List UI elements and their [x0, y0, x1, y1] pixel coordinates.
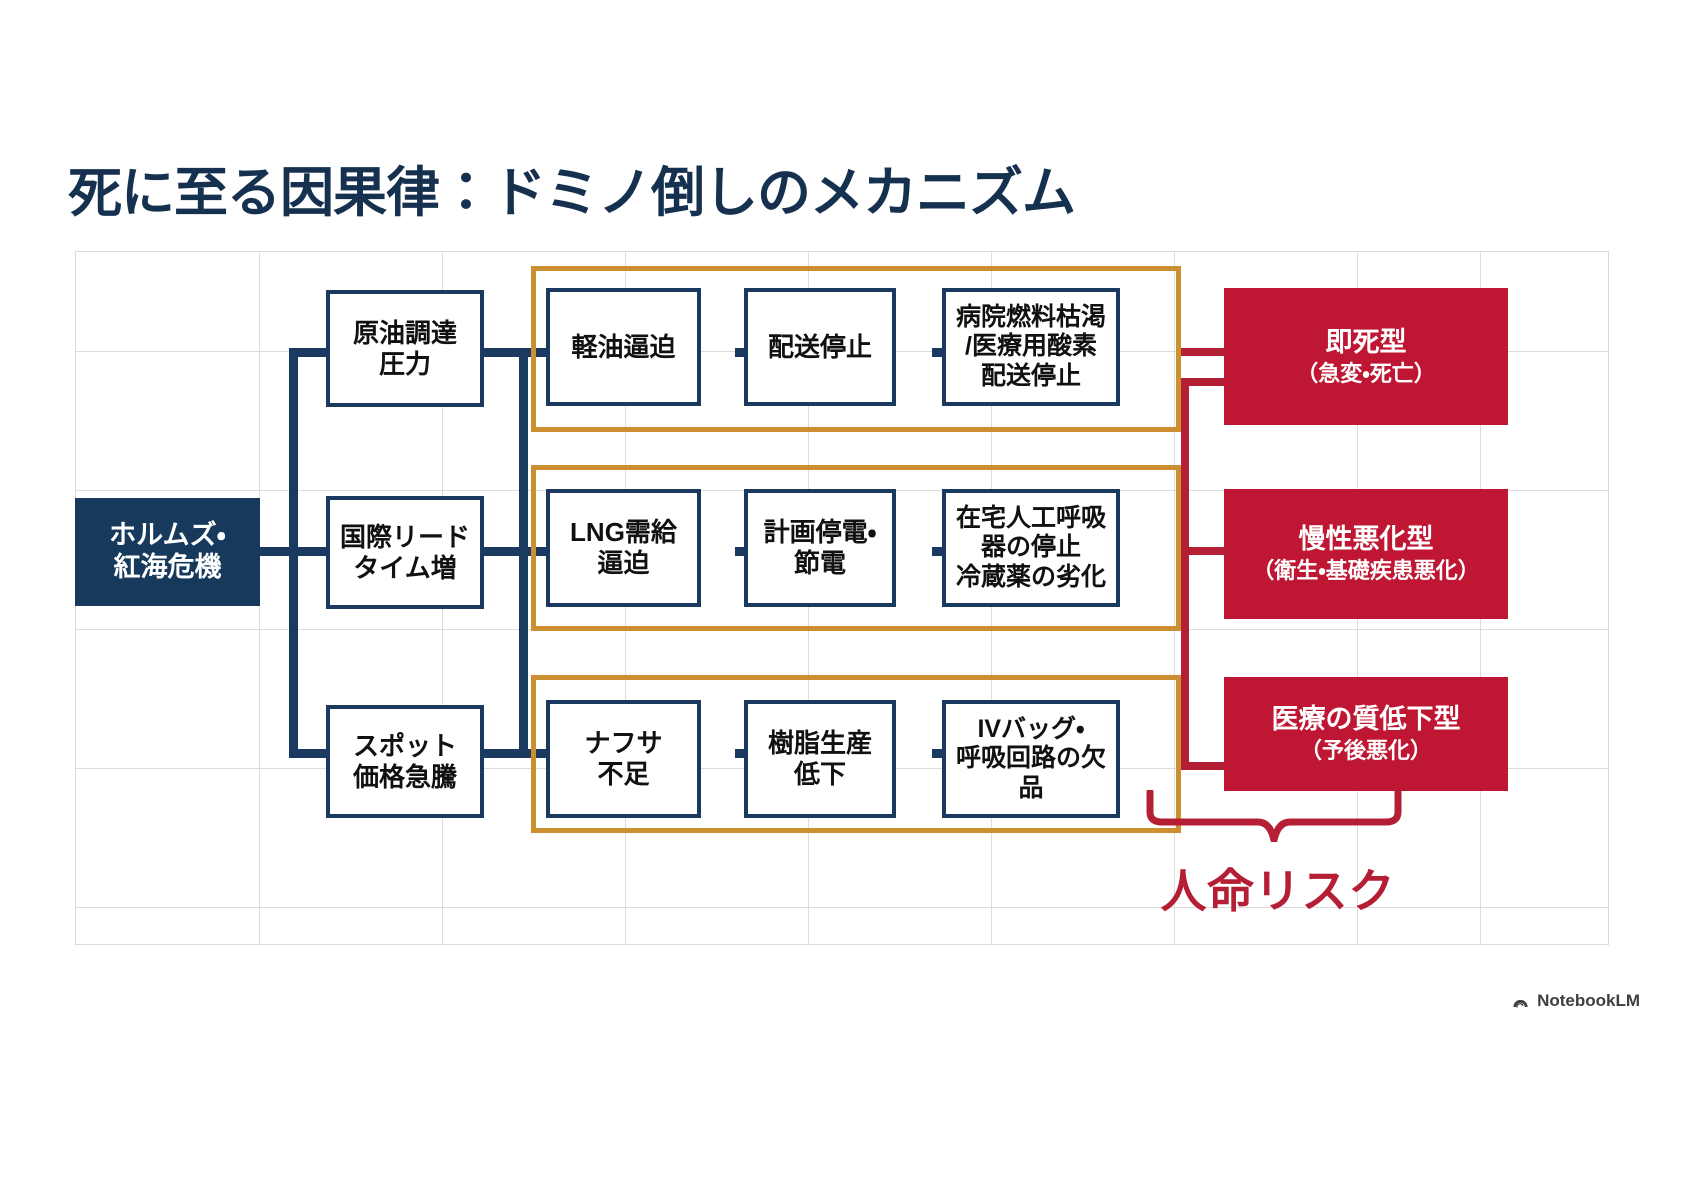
- node-chain1-step3[interactable]: 病院燃料枯渇 /医療用酸素 配送停止: [942, 288, 1120, 406]
- notebooklm-spiral-icon: [1513, 999, 1528, 1008]
- node-chain3-step1[interactable]: ナフサ 不足: [546, 700, 701, 818]
- connector-driver1-out: [483, 348, 527, 357]
- connector-bus-to-driver-3: [289, 749, 329, 758]
- connector-driver2-out: [483, 547, 527, 556]
- risk-label: 人命リスク: [1160, 865, 1396, 917]
- gridline-horizontal: [76, 907, 1608, 908]
- node-driver-crude-procurement-pressure[interactable]: 原油調達 圧力: [326, 290, 484, 407]
- node-outcome-care-quality-decline[interactable]: 医療の質低下型 （予後悪化）: [1224, 677, 1508, 791]
- connector-red-bus-top: [1181, 378, 1241, 386]
- node-chain3-step2[interactable]: 樹脂生産 低下: [744, 700, 896, 818]
- outcome-sub-label: （衛生・基礎疾患悪化）: [1252, 558, 1480, 584]
- connector-red-vertical-bus: [1181, 378, 1189, 770]
- gold-group-2: [531, 465, 1181, 631]
- node-chain2-step2[interactable]: 計画停電・ 節電: [744, 489, 896, 607]
- node-chain1-step2[interactable]: 配送停止: [744, 288, 896, 406]
- node-outcome-immediate-death[interactable]: 即死型 （急変・死亡）: [1224, 288, 1508, 425]
- outcome-sub-label: （予後悪化）: [1299, 738, 1432, 764]
- node-chain2-step3[interactable]: 在宅人工呼吸 器の停止 冷蔵薬の劣化: [942, 489, 1120, 607]
- risk-brace-icon: [1146, 790, 1402, 842]
- node-chain2-step1[interactable]: LNG需給 逼迫: [546, 489, 701, 607]
- page-title: 死に至る因果律：ドミノ倒しのメカニズム: [68, 163, 1076, 223]
- gridline-vertical: [1174, 252, 1175, 944]
- node-driver-spot-price-surge[interactable]: スポット 価格急騰: [326, 705, 484, 818]
- node-chain1-step1[interactable]: 軽油逼迫: [546, 288, 701, 406]
- watermark-text: NotebookLM: [1537, 991, 1640, 1010]
- connector-bus-to-driver-2: [289, 547, 329, 556]
- gold-group-3: [531, 675, 1181, 833]
- outcome-sub-label: （急変・死亡）: [1296, 360, 1436, 386]
- notebooklm-watermark: NotebookLM: [1511, 991, 1640, 1011]
- outcome-main-label: 慢性悪化型: [1298, 524, 1434, 555]
- outcome-main-label: 医療の質低下型: [1271, 704, 1461, 735]
- node-driver-international-leadtime[interactable]: 国際リード タイム増: [326, 496, 484, 609]
- connector-root-to-bus: [257, 547, 298, 556]
- gold-group-1: [531, 266, 1181, 432]
- connector-driver3-out: [483, 749, 527, 758]
- outcome-main-label: 即死型: [1325, 326, 1407, 357]
- node-root[interactable]: ホルムズ・ 紅海危機: [75, 498, 260, 606]
- connector-bus-to-driver-1: [289, 348, 329, 357]
- node-outcome-chronic-deterioration[interactable]: 慢性悪化型 （衛生・基礎疾患悪化）: [1224, 489, 1508, 619]
- node-chain3-step3[interactable]: IVバッグ・ 呼吸回路の欠品: [942, 700, 1120, 818]
